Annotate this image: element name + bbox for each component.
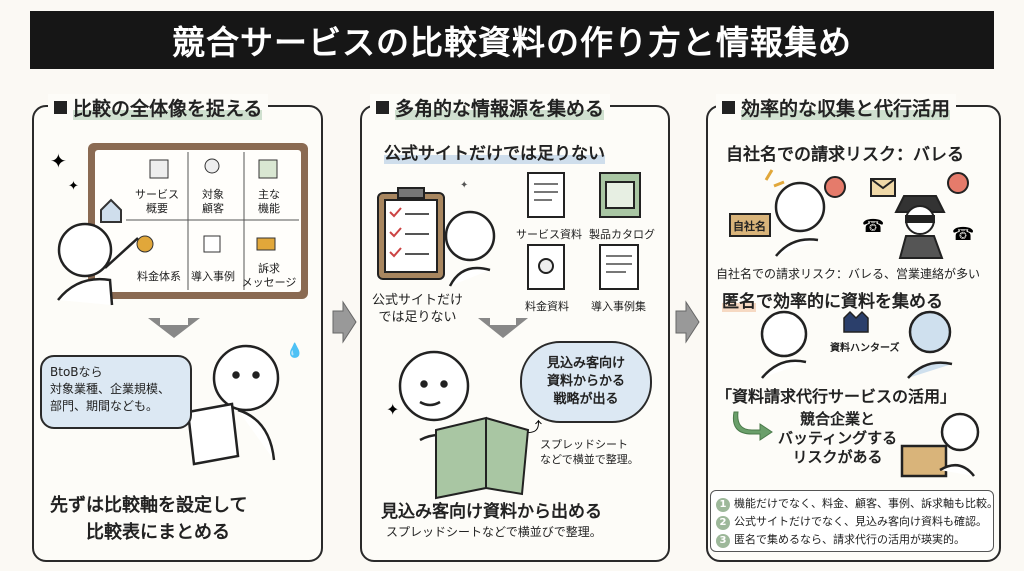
cell-pricing: 料金体系	[137, 270, 181, 283]
panel-sources-footer-1: 見込み客向け資料から出める	[381, 502, 602, 522]
service-doc-icon	[527, 172, 565, 218]
cell-target-customer: 対象 顧客	[202, 188, 224, 215]
vetting-text: 競合企業と バッティングする リスクがある	[778, 410, 898, 466]
phone-icon: ☎	[952, 224, 974, 245]
coin-icon	[136, 235, 154, 253]
company-sign	[729, 213, 771, 237]
svg-text:⤴: ⤴	[528, 420, 542, 436]
risk-caption: 自社名での請求リスク：バレる、営業連絡が多い	[716, 267, 981, 281]
alert-icon	[824, 176, 846, 198]
panel-sources-footer-2: スプレッドシートなどで横並びで整理。	[386, 525, 602, 539]
doc-label-casebook: 導入事例集	[591, 300, 646, 313]
pricing-doc-icon	[527, 244, 565, 290]
clipboard-caption: 公式サイトだけ では足りない	[372, 293, 464, 325]
phone-icon: ☎	[862, 216, 884, 237]
cell-case-studies: 導入事例	[191, 270, 235, 283]
btob-bubble: BtoBなら 対象業種、企業規模、 部門、期間なども。	[40, 355, 192, 429]
doc-label-catalog: 製品カタログ	[589, 228, 655, 241]
cell-service-overview: サービス 概要	[135, 188, 179, 215]
document-icon	[149, 159, 169, 179]
open-binder	[435, 416, 530, 500]
summary-box	[710, 490, 994, 552]
risk-title: 自社名での請求リスク：バレる	[726, 145, 964, 165]
panel-overview-heading: 比較の全体像を捉える	[48, 94, 269, 121]
assistant-person	[907, 310, 953, 379]
panel-efficiency-heading: 効率的な収集と代行活用	[716, 94, 957, 121]
person-icon	[204, 158, 220, 174]
chart-icon	[258, 159, 278, 179]
svg-text:✦: ✦	[460, 180, 468, 191]
sparkle-icon: ✦	[50, 149, 67, 173]
casebook-icon	[203, 235, 221, 253]
brand-label: 資料ハンターズ	[830, 343, 900, 354]
panel-sources-heading: 多角的な情報源を集める	[370, 94, 611, 121]
megaphone-icon	[256, 237, 276, 251]
page-title: 競合サービスの比較資料の作り方と情報集め	[30, 11, 994, 69]
panel-overview-footer-2: 比較表にまとめる	[86, 522, 230, 543]
panel-overview-footer-1: 先ずは比較軸を設定して	[50, 495, 248, 516]
spy-person	[894, 195, 946, 259]
anonymous-title: 匿名で効率的に資料を集める	[722, 292, 943, 312]
thinking-person	[398, 350, 470, 442]
smiling-person	[760, 310, 808, 379]
home-icon	[100, 198, 122, 223]
sweat-icon: 💧	[286, 342, 303, 359]
strategy-bubble: 見込み客向け 資料からかる 戦略が出る	[520, 341, 652, 423]
clipboard-icon	[377, 187, 445, 280]
service-title: 「資料請求代行サービスの活用」	[716, 387, 957, 406]
spreadsheet-note: スプレッドシート などで横並で整理。	[540, 438, 639, 466]
arrow-down-icon	[478, 318, 528, 338]
panel-sources-subheading: 公式サイトだけでは足りない	[384, 144, 605, 164]
folder-person	[900, 412, 980, 478]
curved-arrow-icon	[732, 411, 773, 441]
cell-messaging: 訴求 メッセージ	[241, 262, 297, 289]
cell-main-features: 主な 機能	[258, 188, 280, 215]
svg-text:✦: ✦	[386, 400, 399, 419]
reading-person	[186, 344, 280, 466]
casebook-doc-icon	[599, 244, 639, 290]
doc-label-pricing: 料金資料	[525, 300, 569, 313]
arrow-down-icon	[148, 318, 200, 338]
pointing-person	[57, 222, 139, 306]
catalog-icon	[599, 172, 641, 218]
alert-icon	[947, 172, 969, 194]
doc-label-service: サービス資料	[516, 228, 582, 241]
writing-person	[444, 210, 496, 287]
company-sign-label: 自社名	[733, 220, 766, 233]
worried-person	[774, 181, 826, 257]
owl-logo-icon	[843, 310, 869, 333]
sparkle-icon: ✦	[68, 179, 79, 194]
